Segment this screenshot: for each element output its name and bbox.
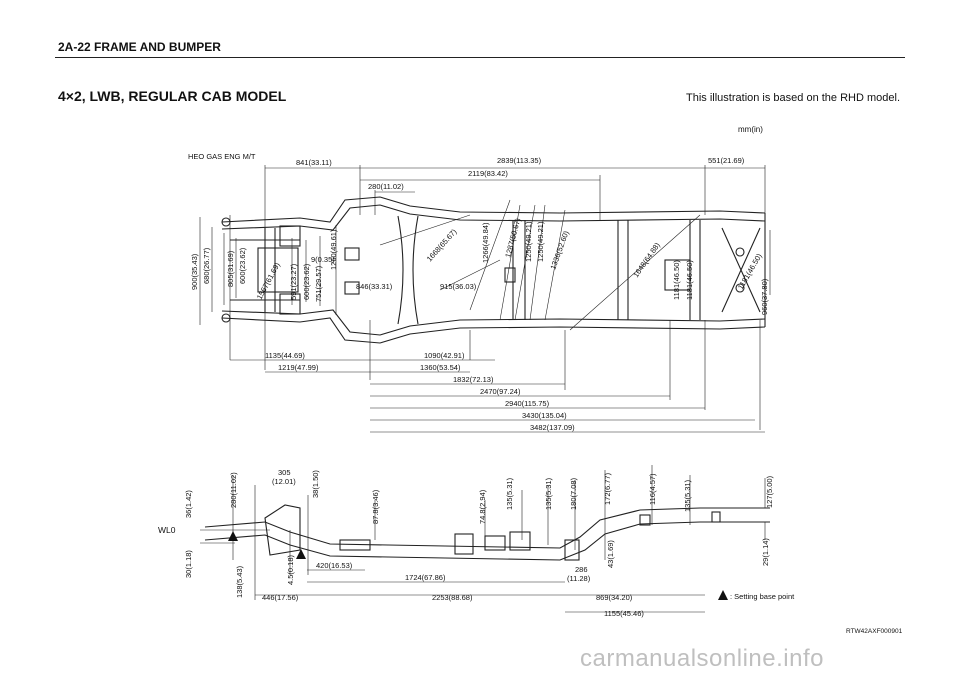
side-near-dim-line2: (11.28) — [567, 574, 591, 583]
side-h-dim-4: 2253(88.68) — [432, 593, 473, 602]
side-dim-9: 135(5.31) — [505, 477, 514, 510]
side-dim-14: 43(1.69) — [606, 540, 615, 568]
side-dim-12: 172(6.77) — [603, 472, 612, 505]
plan-left-dim-1: 900(35.43) — [190, 253, 199, 290]
page-header-title: 2A-22 FRAME AND BUMPER — [58, 40, 221, 54]
plan-left-dim-10: 1260(49.61) — [329, 229, 338, 270]
side-top-dim-line2: (12.01) — [272, 477, 296, 486]
side-dim-1: 36(1.42) — [184, 490, 193, 518]
side-dim-8: 74.8(2.94) — [478, 489, 487, 524]
plan-mid-dim-3: 1668(65.67) — [425, 227, 459, 263]
plan-left-dim-5: 1567(61.69) — [255, 261, 282, 301]
plan-bottom-dim-9: 3482(137.09) — [530, 423, 575, 432]
plan-bottom-dim-3: 1219(47.99) — [278, 363, 319, 372]
plan-left-dim-2: 680(26.77) — [202, 247, 211, 284]
engine-label: HEO GAS ENG M/T — [188, 152, 256, 161]
side-dim-17: 29(1.14) — [761, 538, 770, 566]
plan-bottom-dim-1: 1135(44.69) — [265, 351, 305, 360]
plan-mid-dim-5: 1287(50.67) — [503, 217, 522, 259]
side-h-dim-1: 420(16.53) — [316, 561, 353, 570]
header-rule — [55, 57, 905, 58]
plan-top-dim-2: 2839(113.35) — [497, 156, 542, 165]
side-top-dim-line1: 305 — [278, 468, 291, 477]
plan-right-dim-2: 1181(46.50) — [685, 260, 694, 300]
plan-mid-dim-8: 1336(52.60) — [548, 229, 570, 271]
watermark: carmanualsonline.info — [580, 645, 824, 672]
plan-left-dim-4: 600(23.62) — [238, 247, 247, 284]
plan-bottom-dim-5: 1832(72.13) — [453, 375, 494, 384]
side-near-dim-line1: 286 — [575, 565, 588, 574]
plan-left-dim-8: 751(29.57) — [314, 265, 323, 302]
plan-bottom-dim-2: 1090(42.91) — [424, 351, 465, 360]
plan-left-dim-6: 591(23.27) — [289, 263, 298, 300]
side-dim-4: 280(11.02) — [229, 472, 238, 508]
plan-left-dim-7: 600(23.62) — [302, 263, 311, 300]
unit-label: mm(in) — [738, 125, 763, 134]
setting-base-point-middle — [296, 549, 306, 559]
plan-mid-dim-6: 1250(49.21) — [524, 221, 533, 262]
side-h-dim-5: 869(34.20) — [596, 593, 633, 602]
side-dim-11: 180(7.08) — [569, 477, 578, 510]
plan-mid-dim-4: 1266(49.84) — [481, 222, 490, 263]
wl0-label: WL0 — [158, 525, 176, 535]
frame-plan-view — [221, 196, 766, 344]
side-dim-2: 30(1.18) — [184, 550, 193, 578]
plan-mid-dim-2: 915(36.03) — [440, 282, 477, 291]
plan-bottom-dim-7: 2940(115.75) — [505, 399, 550, 408]
plan-bottom-dim-6: 2470(97.24) — [480, 387, 521, 396]
plan-top-dim-1: 841(33.11) — [296, 158, 332, 167]
side-dim-16: 127(5.00) — [765, 475, 774, 508]
side-dim-6: 4.5(0.18) — [286, 554, 295, 585]
setting-base-point-front — [228, 531, 238, 541]
plan-mid-dim-1: 846(33.31) — [356, 282, 393, 291]
plan-left-dim-9: 9(0.35) — [311, 255, 335, 264]
side-h-dim-6: 1155(45.46) — [604, 609, 644, 618]
setting-base-point-legend-icon — [718, 590, 728, 600]
side-dim-5: 38(1.50) — [311, 470, 320, 498]
model-title: 4×2, LWB, REGULAR CAB MODEL — [58, 88, 287, 104]
side-dim-3: 138(5.43) — [235, 565, 244, 598]
side-h-dim-3: 446(17.56) — [262, 593, 299, 602]
plan-top-dim-3: 551(21.69) — [708, 156, 745, 165]
side-dim-13: 116(4.57) — [648, 473, 657, 505]
frame-side-view — [204, 504, 770, 561]
side-dim-10: 135(5.31) — [544, 477, 553, 510]
plan-bottom-dim-8: 3430(135.04) — [522, 411, 567, 420]
plan-left-dim-3: 805(31.69) — [226, 250, 235, 287]
plan-top-dim-4: 2119(83.42) — [468, 169, 508, 178]
side-h-dim-2: 1724(67.86) — [405, 573, 446, 582]
rhd-note: This illustration is based on the RHD mo… — [686, 92, 900, 104]
plan-right-dim-1: 1181(46.50) — [672, 260, 681, 300]
plan-top-dim-5: 280(11.02) — [368, 182, 404, 191]
side-dim-7: 87.8(3.46) — [371, 489, 380, 524]
side-dim-15: 135(5.31) — [683, 479, 692, 512]
plan-mid-dim-7: 1250(49.21) — [536, 221, 545, 262]
plan-bottom-dim-4: 1360(53.54) — [420, 363, 461, 372]
illustration-code: RTW42AXF000901 — [846, 628, 903, 635]
plan-mid-dim-9: 1648(64.88) — [631, 240, 662, 279]
plan-right-dim-4: 960(37.80) — [760, 278, 769, 315]
setting-base-point-legend: : Setting base point — [730, 592, 795, 601]
